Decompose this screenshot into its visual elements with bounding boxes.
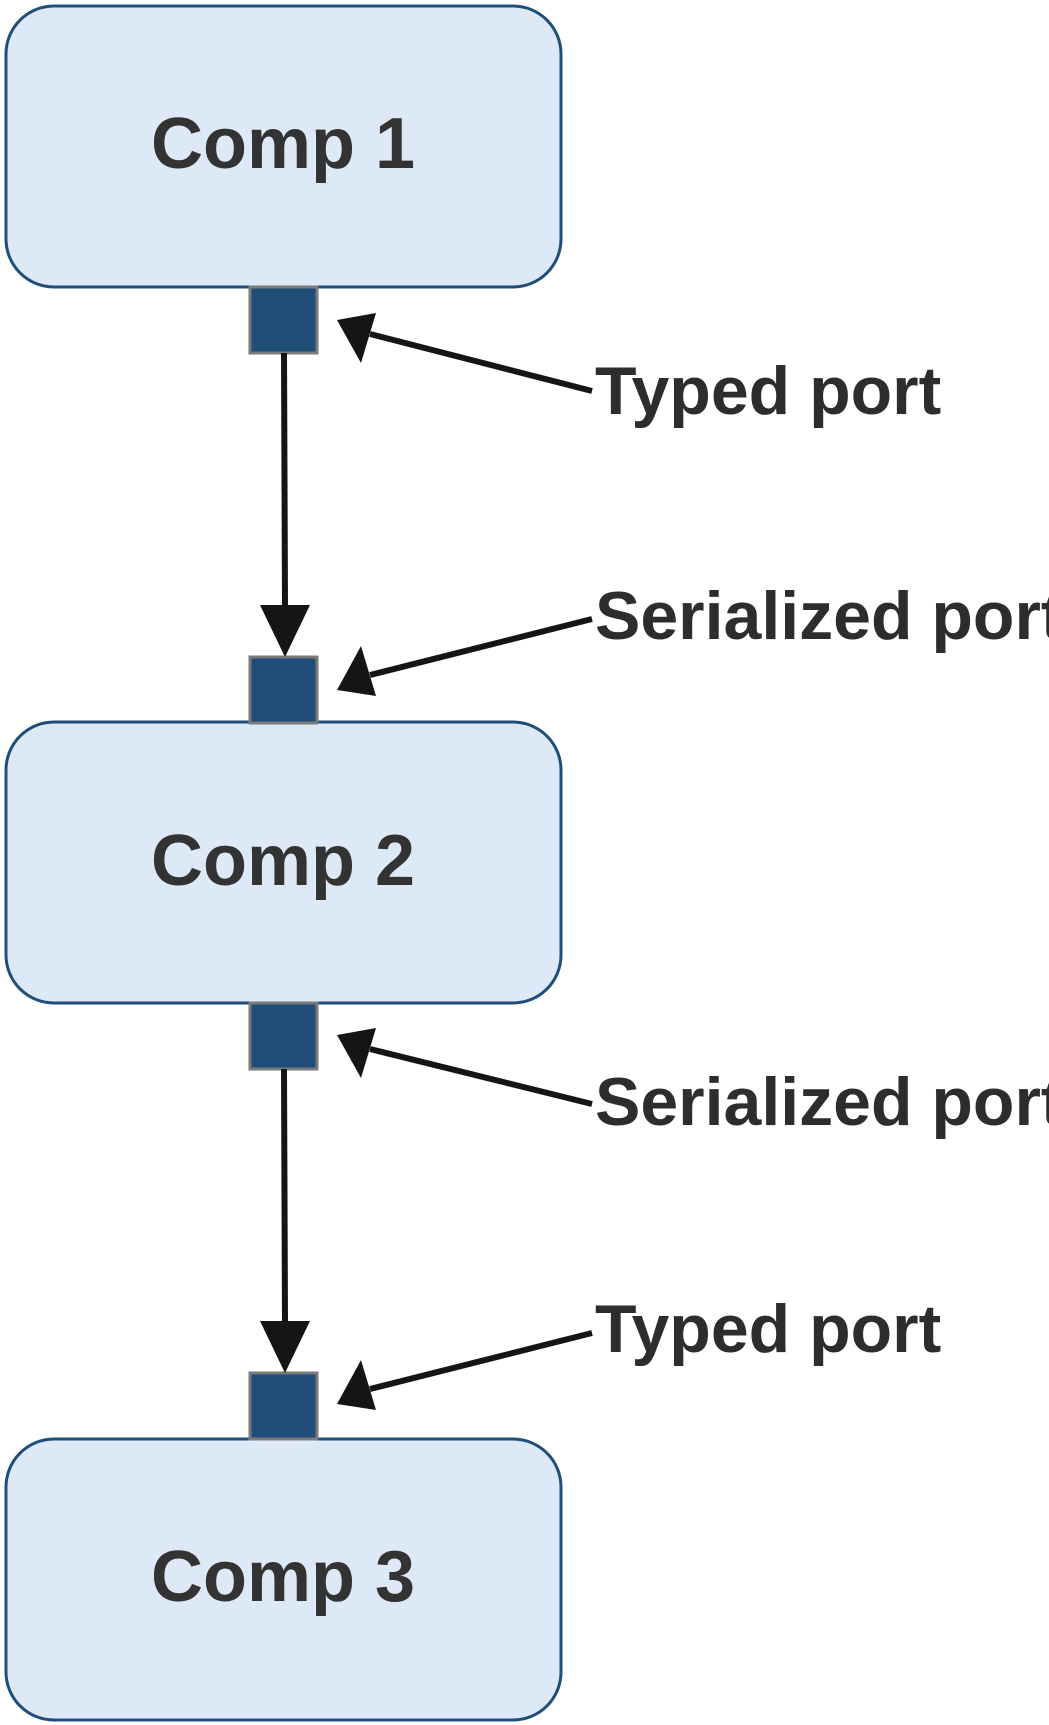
typed-output-port-comp-1 bbox=[248, 285, 319, 355]
component-comp-3: Comp 3 bbox=[4, 1437, 563, 1722]
callout-arrow-head bbox=[337, 1028, 376, 1078]
connection-arrow-1 bbox=[260, 352, 310, 657]
component-label: Comp 3 bbox=[151, 1537, 415, 1617]
component-label: Comp 2 bbox=[151, 821, 415, 901]
callout-label: Typed port bbox=[595, 353, 941, 429]
component-comp-1: Comp 1 bbox=[4, 4, 563, 289]
serialized-input-port-comp-2 bbox=[248, 655, 319, 725]
callout-serialized-port-1: Serialized port bbox=[337, 578, 1049, 696]
callout-serialized-port-2: Serialized port bbox=[337, 1028, 1049, 1140]
callout-arrow-head bbox=[337, 313, 376, 363]
callout-label: Serialized port bbox=[595, 578, 1049, 654]
component-comp-2: Comp 2 bbox=[4, 720, 563, 1005]
callout-label: Serialized port bbox=[595, 1064, 1049, 1140]
callout-arrow-head bbox=[337, 646, 376, 696]
callout-typed-port-2: Typed port bbox=[337, 1291, 941, 1410]
connection-arrow-2 bbox=[260, 1068, 310, 1373]
callout-arrow-head bbox=[337, 1360, 376, 1410]
typed-input-port-comp-3 bbox=[248, 1371, 319, 1441]
callout-label: Typed port bbox=[595, 1291, 941, 1367]
component-label: Comp 1 bbox=[151, 104, 415, 184]
callout-typed-port-1: Typed port bbox=[337, 313, 941, 429]
serialized-output-port-comp-2 bbox=[248, 1001, 319, 1071]
